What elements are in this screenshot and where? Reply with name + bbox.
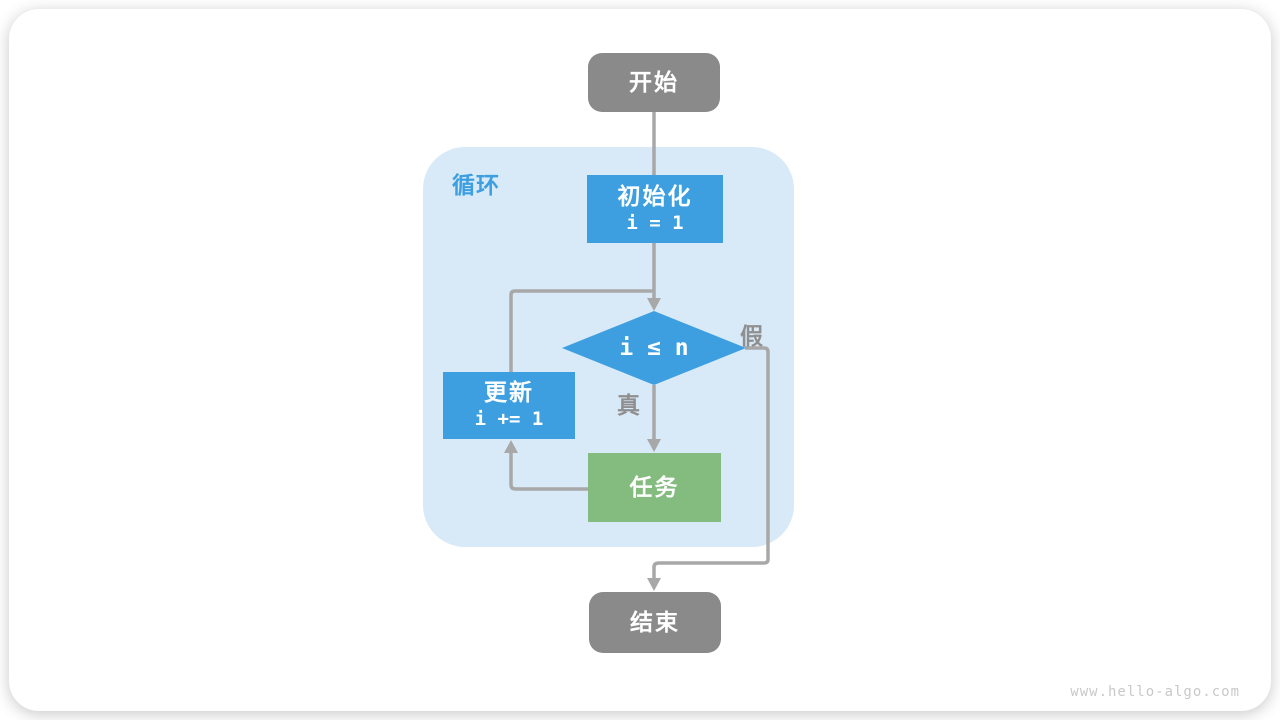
task-node: 任务 [588, 453, 721, 522]
init-title: 初始化 [617, 182, 693, 209]
init-node: 初始化 i = 1 [587, 175, 723, 243]
connector-condition-to-end [652, 346, 770, 578]
update-node: 更新 i += 1 [443, 372, 575, 439]
edge-label-true: 真 [617, 392, 640, 418]
edge-label-false: 假 [740, 323, 763, 349]
end-node: 结束 [589, 592, 721, 653]
update-code: i += 1 [474, 408, 544, 431]
watermark: www.hello-algo.com [1070, 684, 1240, 700]
arrowhead-into-condition [647, 298, 661, 311]
init-code: i = 1 [626, 211, 684, 234]
loop-container-label: 循环 [452, 172, 500, 198]
start-label: 开始 [629, 69, 679, 96]
connector-task-to-update [509, 453, 588, 491]
task-label: 任务 [629, 474, 680, 501]
start-node: 开始 [588, 53, 720, 112]
arrowhead-into-task [647, 439, 661, 452]
arrowhead-into-update [504, 440, 518, 453]
update-title: 更新 [484, 379, 534, 406]
condition-label: i ≤ n [619, 335, 689, 361]
condition-diamond [562, 311, 746, 385]
end-label: 结束 [630, 609, 680, 636]
connector-update-to-condition [509, 289, 654, 373]
arrowhead-into-end [647, 578, 661, 591]
